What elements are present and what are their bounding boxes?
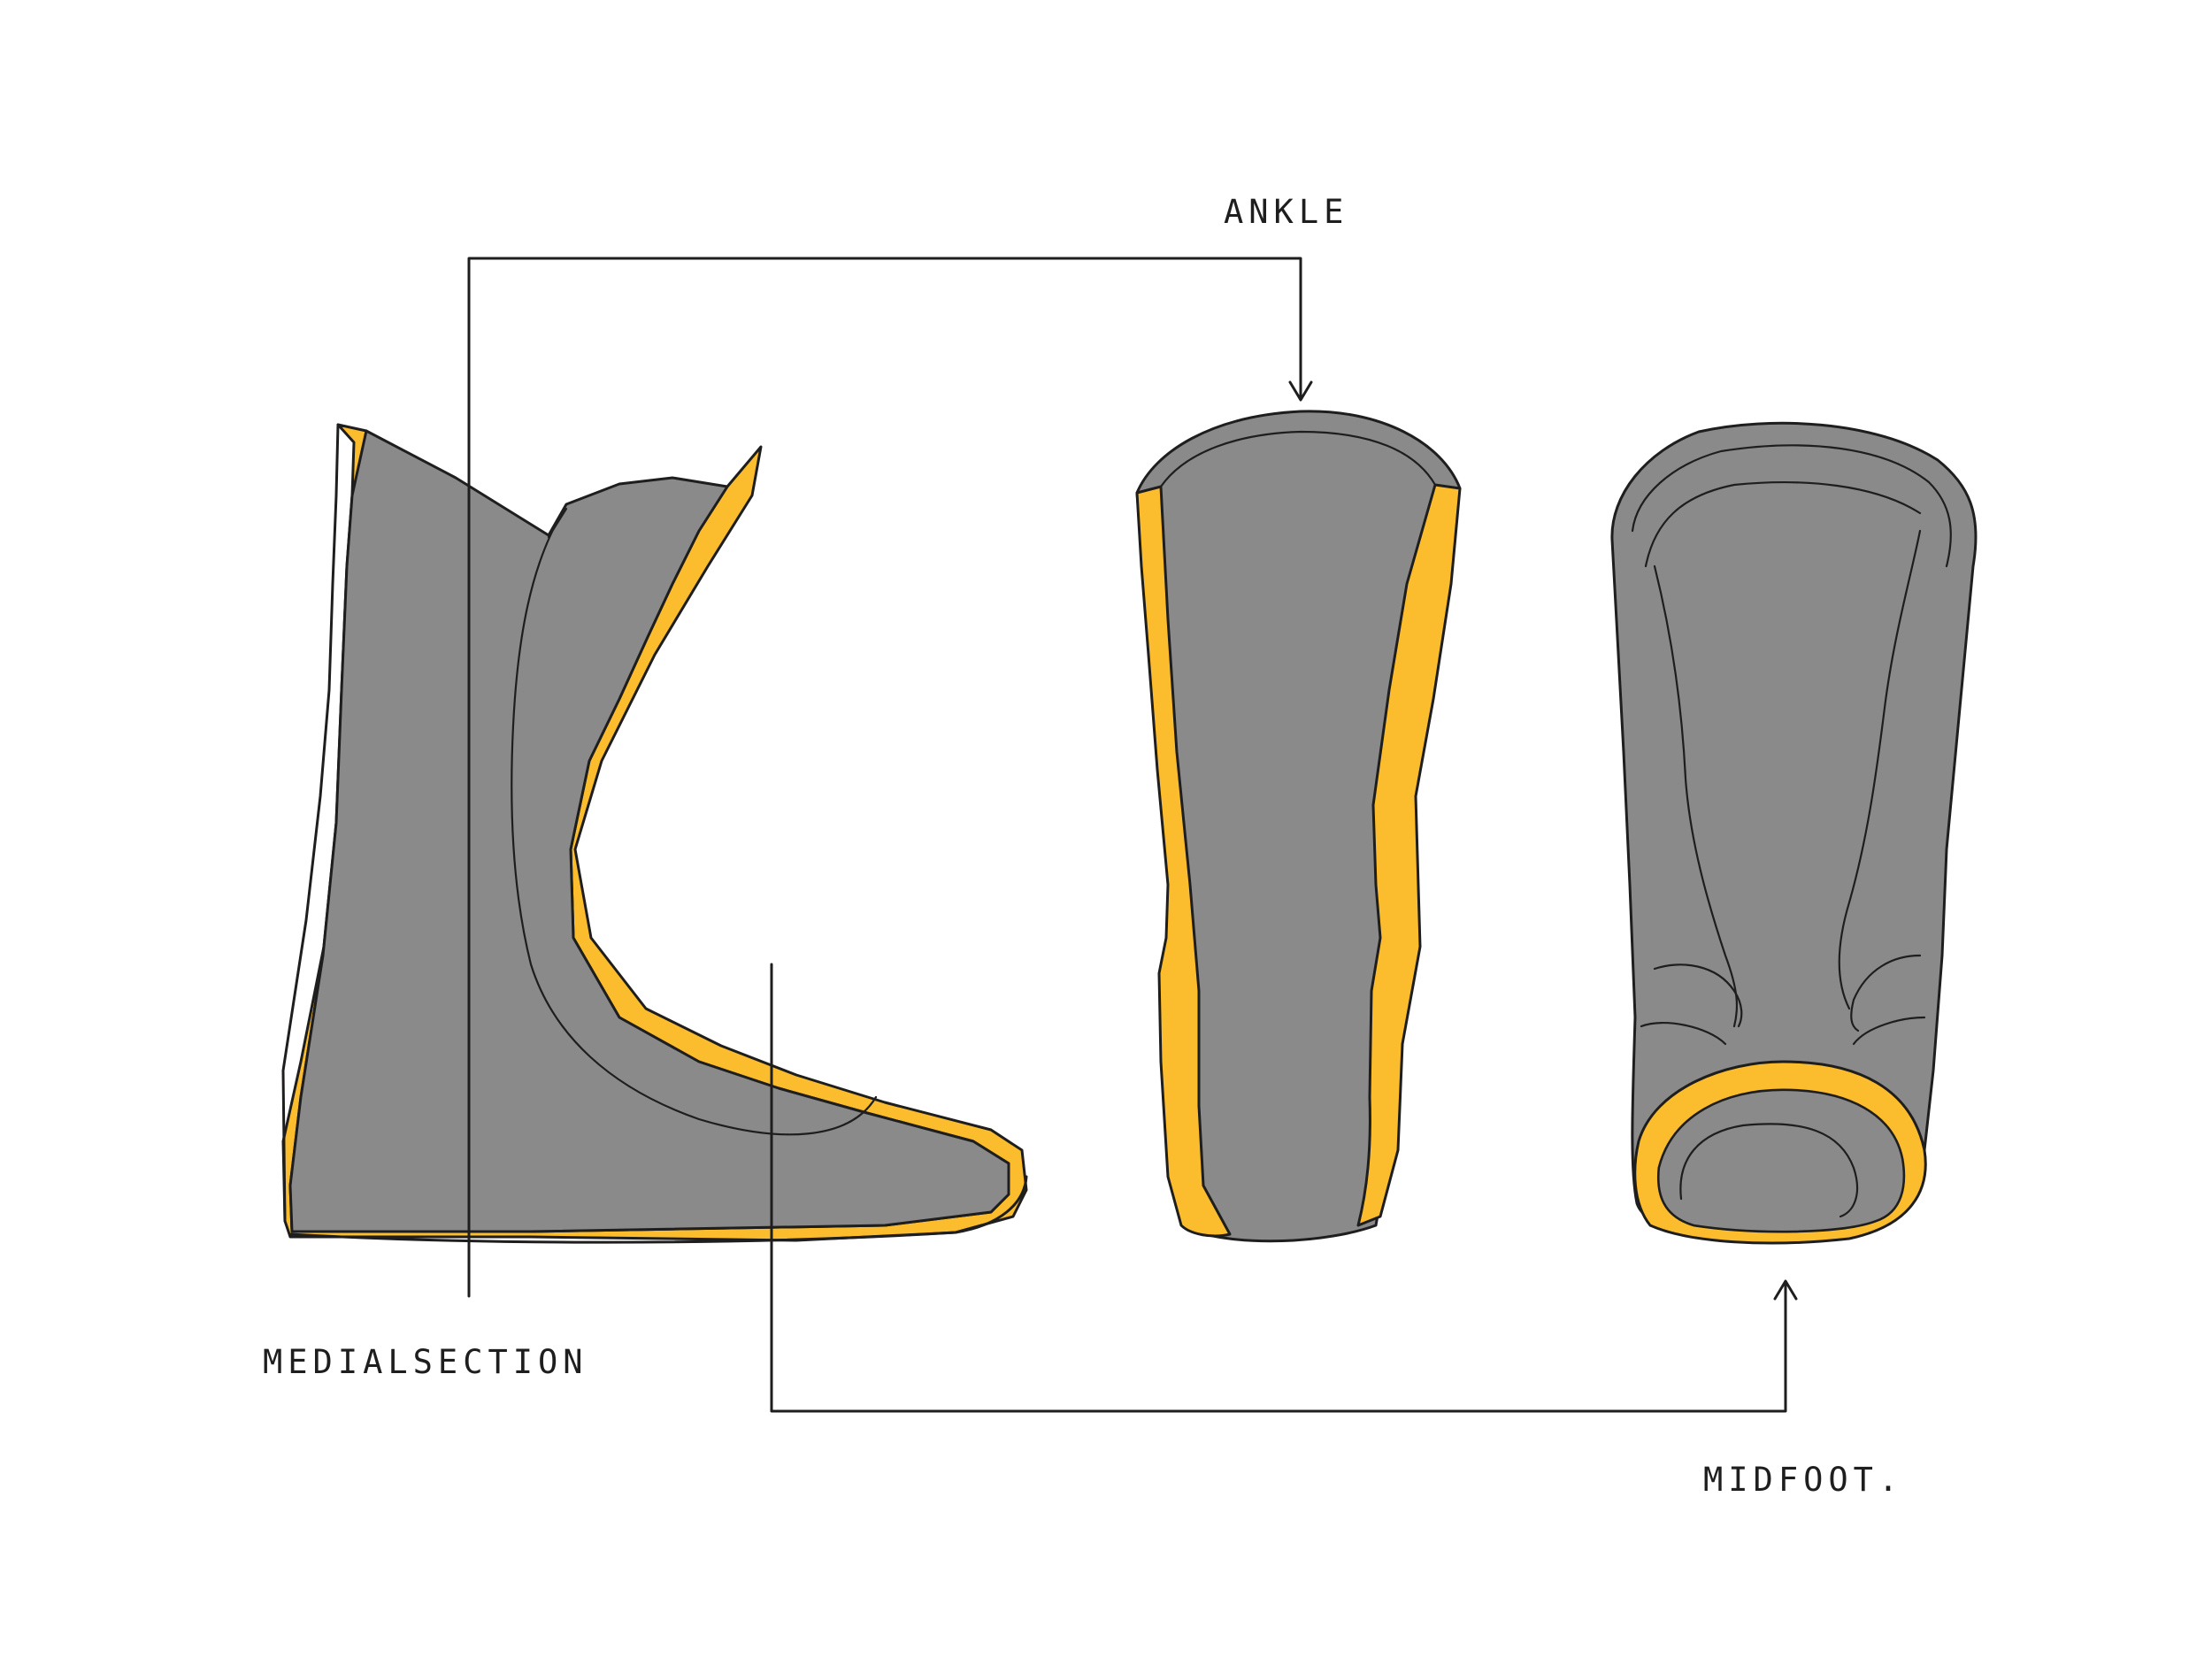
side-view-tongue-line — [511, 511, 878, 1136]
ankle-callout-line — [467, 257, 1302, 1298]
angle-view-boot — [1610, 421, 1978, 1245]
medial-section-label: MEDIALSECTION — [263, 1343, 588, 1381]
section-callouts — [467, 257, 1798, 1413]
angle-view-tongue-outline — [1644, 481, 1922, 1028]
midfoot-callout-line — [770, 963, 1787, 1413]
side-view-boot — [281, 423, 1028, 1244]
angle-view-toe-opening — [1657, 1088, 1905, 1233]
midfoot-arrowhead — [1773, 1279, 1798, 1301]
front-view-left-padding — [1135, 485, 1232, 1238]
side-view-heel-outline — [281, 423, 340, 1223]
ankle-arrowhead — [1288, 380, 1313, 402]
midfoot-label: MIDFOOT. — [1703, 1461, 1903, 1499]
side-view-sole-line — [288, 1175, 1028, 1244]
front-view-collar-line — [1159, 430, 1437, 488]
side-view-ankle-crease — [547, 507, 568, 539]
angle-view-instep-folds — [1640, 954, 1926, 1046]
angle-view-inner-toe-line — [1679, 1123, 1858, 1218]
angle-view-collar-outline — [1631, 444, 1952, 568]
front-view-right-padding — [1356, 483, 1462, 1227]
ankle-label: ANKLE — [1224, 193, 1348, 231]
front-view-boot — [1135, 410, 1462, 1243]
